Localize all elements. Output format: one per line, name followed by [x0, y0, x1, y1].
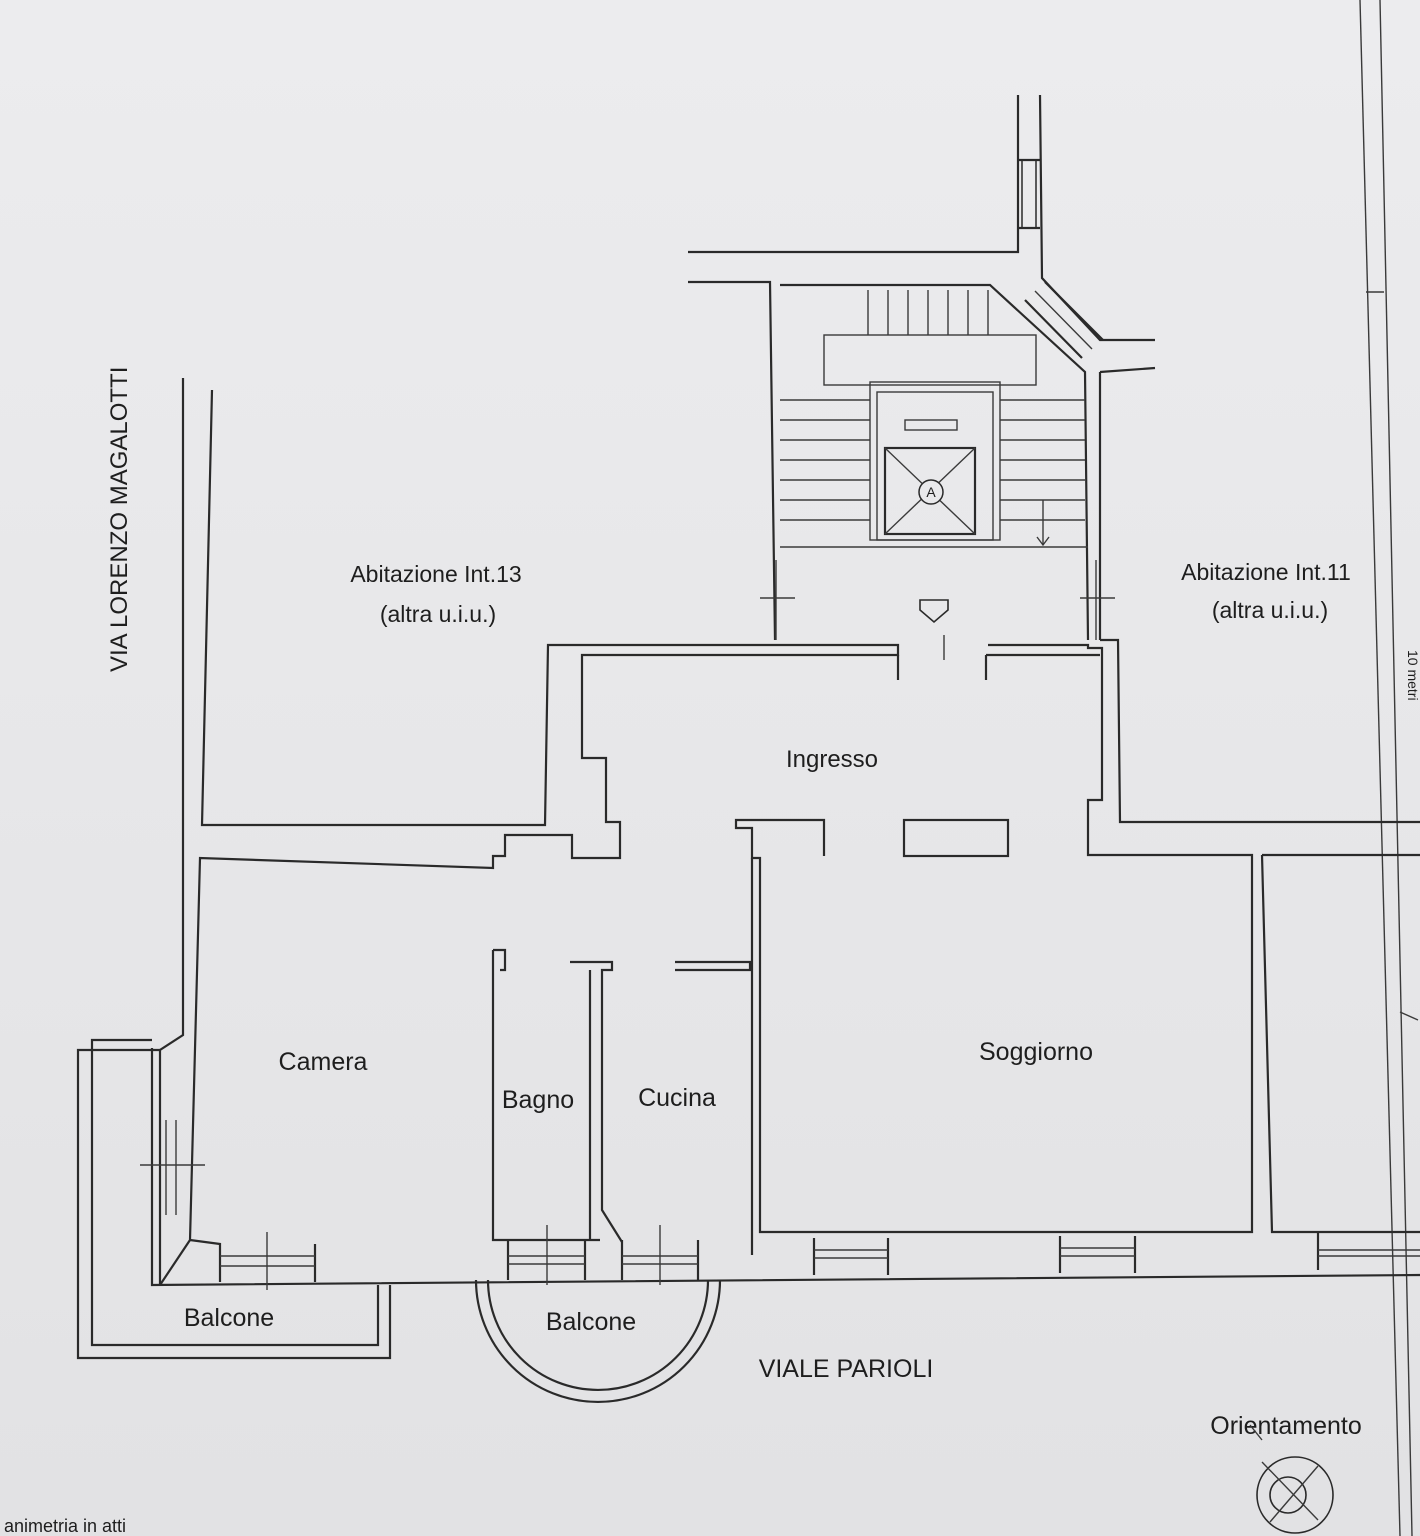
elevator-symbol: A — [926, 484, 936, 500]
stairwell: A — [688, 94, 1156, 641]
apartment-walls — [150, 635, 1420, 1287]
entry-arrow-icon — [919, 599, 949, 624]
neighbor-right-name: Abitazione Int.11 — [1181, 559, 1351, 585]
left-building-wall — [158, 378, 780, 1285]
street-left-label: VIA LORENZO MAGALOTTI — [106, 367, 133, 672]
street-bottom-label: VIALE PARIOLI — [759, 1355, 934, 1383]
neighbor-left-note: (altra u.i.u.) — [380, 601, 496, 627]
compass-icon — [1249, 1424, 1334, 1534]
stair-treads — [780, 290, 1088, 548]
margin-frame — [1359, 0, 1419, 1536]
windows — [140, 1120, 1420, 1290]
balconies — [76, 1038, 722, 1404]
room-balcone-left: Balcone — [184, 1304, 274, 1332]
scale-note: 10 metri — [1405, 650, 1420, 701]
room-bagno: Bagno — [502, 1086, 574, 1114]
room-ingresso: Ingresso — [786, 746, 878, 773]
elevator: A — [876, 391, 994, 541]
orientation-label: Orientamento — [1210, 1412, 1361, 1440]
neighbor-right-note: (altra u.i.u.) — [1212, 597, 1328, 623]
room-cucina: Cucina — [638, 1084, 716, 1112]
neighbor-left-name: Abitazione Int.13 — [350, 561, 521, 587]
footer-caption: animetria in atti — [4, 1516, 126, 1536]
room-balcone-round: Balcone — [546, 1308, 636, 1336]
room-soggiorno: Soggiorno — [979, 1038, 1093, 1066]
room-camera: Camera — [279, 1048, 368, 1076]
